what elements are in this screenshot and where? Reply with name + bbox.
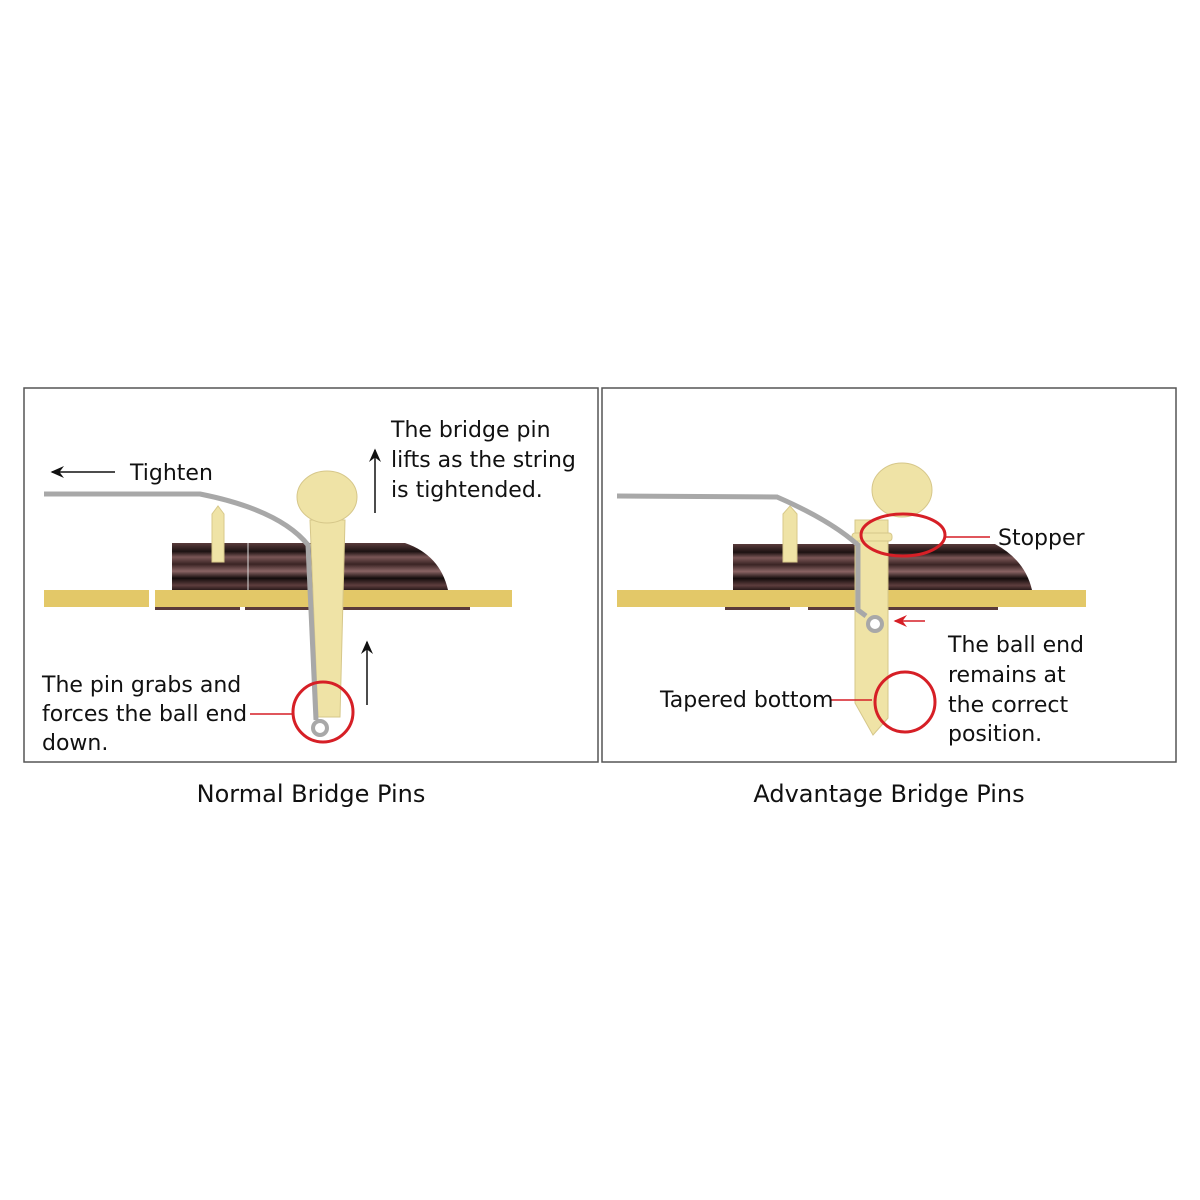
ball-end [311, 719, 329, 737]
string [44, 491, 319, 721]
tapered-label: Tapered bottom [659, 688, 833, 713]
stopper-highlight [859, 512, 947, 558]
saddle-pin [211, 505, 225, 563]
bridge-pin-head [871, 462, 933, 518]
advantage-panel: Stopper Tapered bottom The ball end rema… [601, 387, 1177, 808]
grab-note: forces the ball end [42, 702, 247, 727]
top-plate [44, 590, 149, 607]
ball-end [866, 615, 884, 633]
ball-note: The ball end [947, 633, 1084, 658]
lift-note: lifts as the string [391, 448, 576, 473]
lift-note: The bridge pin [390, 418, 551, 443]
grab-note: The pin grabs and [41, 673, 241, 698]
bridge-pin-head [296, 470, 358, 524]
ball-note: the correct [948, 693, 1069, 718]
grab-note: down. [42, 731, 108, 756]
normal-caption: Normal Bridge Pins [197, 780, 426, 808]
tighten-label: Tighten [129, 461, 213, 486]
saddle-pin [782, 505, 798, 563]
normal-panel: Tighten The bridge pin lifts as the stri… [23, 387, 599, 808]
highlight-circle [291, 680, 355, 744]
string [616, 493, 868, 618]
advantage-caption: Advantage Bridge Pins [753, 780, 1024, 808]
stopper-label: Stopper [998, 526, 1086, 551]
tapered-highlight [873, 670, 937, 734]
top-plate [617, 590, 1086, 607]
ball-note: position. [948, 722, 1042, 747]
ball-note: remains at [948, 663, 1066, 688]
lift-note: is tightended. [391, 478, 543, 503]
stopper-ring [851, 532, 893, 542]
